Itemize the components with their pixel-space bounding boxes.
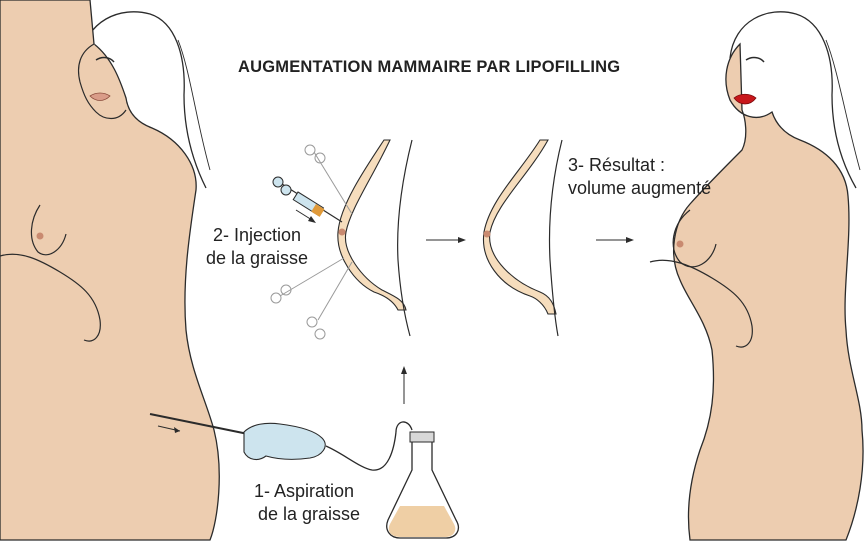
- arm-right: [649, 259, 753, 348]
- breast-after: [672, 209, 717, 268]
- body-right: [673, 42, 864, 541]
- fat-layer-result: [482, 139, 557, 315]
- lips-before: [89, 92, 111, 101]
- eye-left-figure: [95, 56, 115, 63]
- face-left: [77, 43, 127, 120]
- eye-right-figure: [745, 56, 765, 63]
- result-label-line2: volume augmenté: [568, 178, 712, 198]
- injection-label-line2: de la graisse: [206, 248, 309, 268]
- tube: [395, 421, 413, 433]
- figure-after: [649, 11, 864, 541]
- arm-left: [0, 253, 101, 342]
- arrow-injection: [295, 209, 313, 221]
- lips-after: [733, 93, 757, 105]
- aspiration-label-line2: de la graisse: [258, 504, 361, 524]
- result-profile: [482, 139, 634, 337]
- flask-fluid: [388, 506, 456, 537]
- body-left: [0, 0, 220, 541]
- hair-right: [729, 11, 857, 189]
- fat-layer-injection: [337, 139, 407, 311]
- injection-profile: [270, 139, 466, 340]
- injection-label: 2- Injection de la graisse: [206, 224, 308, 270]
- gloved-hand: [243, 422, 326, 461]
- breast-before: [30, 204, 67, 256]
- hair-left: [79, 11, 207, 189]
- collection-flask: [386, 366, 460, 539]
- aspiration-label: 1- Aspiration de la graisse: [254, 480, 360, 526]
- result-label: 3- Résultat : volume augmenté: [568, 154, 711, 200]
- figure-before: [0, 0, 397, 541]
- aspiration-label-line1: 1- Aspiration: [254, 481, 355, 501]
- injection-label-line1: 2- Injection: [213, 225, 302, 245]
- diagram-title: AUGMENTATION MAMMAIRE PAR LIPOFILLING: [238, 58, 621, 76]
- cannula: [149, 413, 249, 435]
- nipple-before: [36, 232, 44, 240]
- syringe-active: [272, 176, 343, 223]
- syringes-ghost: [270, 144, 353, 340]
- result-label-line1: 3- Résultat :: [568, 155, 666, 175]
- nipple-result: [483, 230, 491, 238]
- nipple-injection: [338, 228, 346, 236]
- nipple-after: [676, 240, 684, 248]
